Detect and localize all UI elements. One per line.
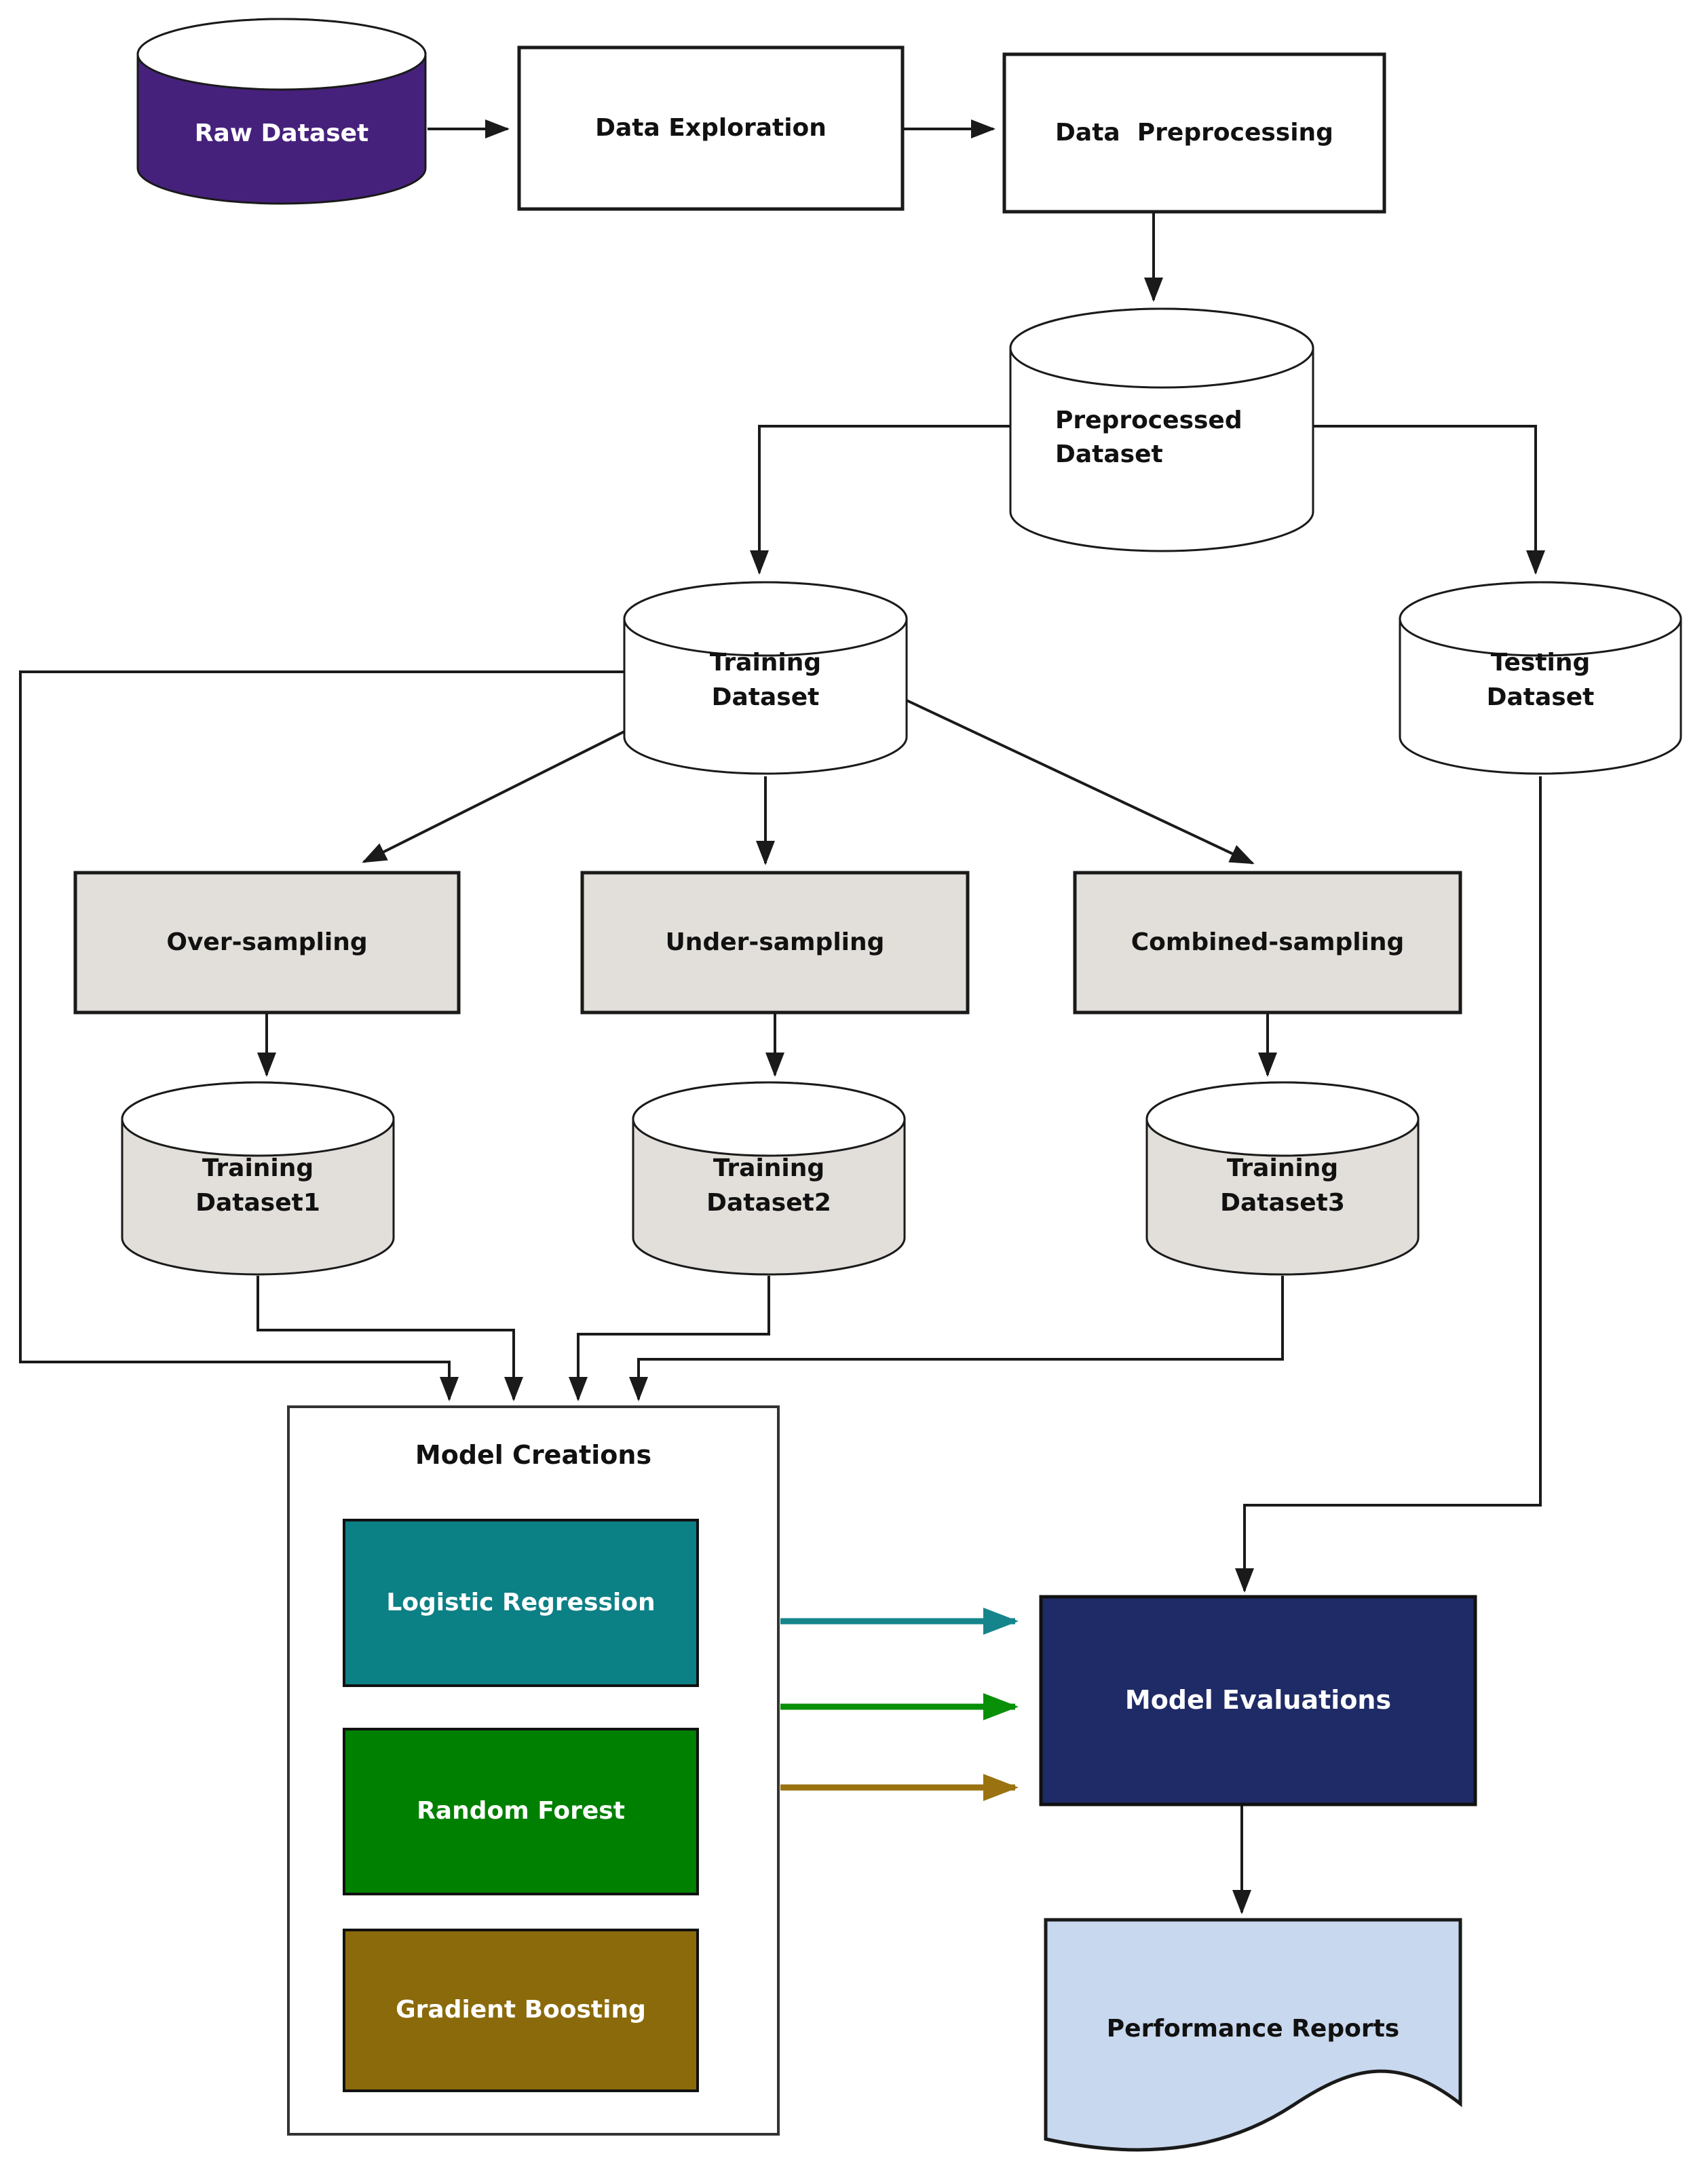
edge-training-to-oversampling — [362, 723, 639, 863]
edge-dataset3-to-modelcreations — [629, 1276, 1284, 1401]
training-dataset1-cylinder-lid — [121, 1081, 395, 1157]
gradient-boosting-box — [343, 1929, 699, 2092]
edge-dataset2-to-modelcreations — [569, 1276, 770, 1401]
logistic-regression-box — [343, 1519, 699, 1687]
training-dataset3-cylinder-lid — [1145, 1081, 1420, 1157]
edge-training-to-combinedsampling — [906, 699, 1255, 865]
training-dataset2-cylinder-lid — [632, 1081, 906, 1157]
data-exploration-box — [517, 45, 905, 211]
over-sampling-box — [73, 871, 461, 1015]
edge-training-to-modelcreations — [19, 670, 624, 1401]
edge-preprocessed-to-training — [750, 425, 1010, 575]
random-forest-box — [343, 1728, 699, 1895]
performance-reports-shape — [1044, 1918, 1462, 2152]
combined-sampling-box — [1073, 871, 1462, 1015]
preprocessed-dataset-cylinder-lid — [1009, 307, 1314, 389]
under-sampling-box — [580, 871, 970, 1015]
testing-dataset-cylinder-lid — [1399, 581, 1682, 657]
edge-preprocessed-to-testing — [1313, 425, 1545, 575]
training-dataset-cylinder-lid — [623, 581, 908, 657]
raw-dataset-cylinder-lid — [136, 18, 427, 91]
model-evaluations-box — [1039, 1595, 1477, 1806]
edge-testing-to-evaluations — [1235, 776, 1542, 1593]
edge-dataset1-to-modelcreations — [257, 1276, 523, 1401]
data-preprocessing-box — [1002, 52, 1386, 214]
